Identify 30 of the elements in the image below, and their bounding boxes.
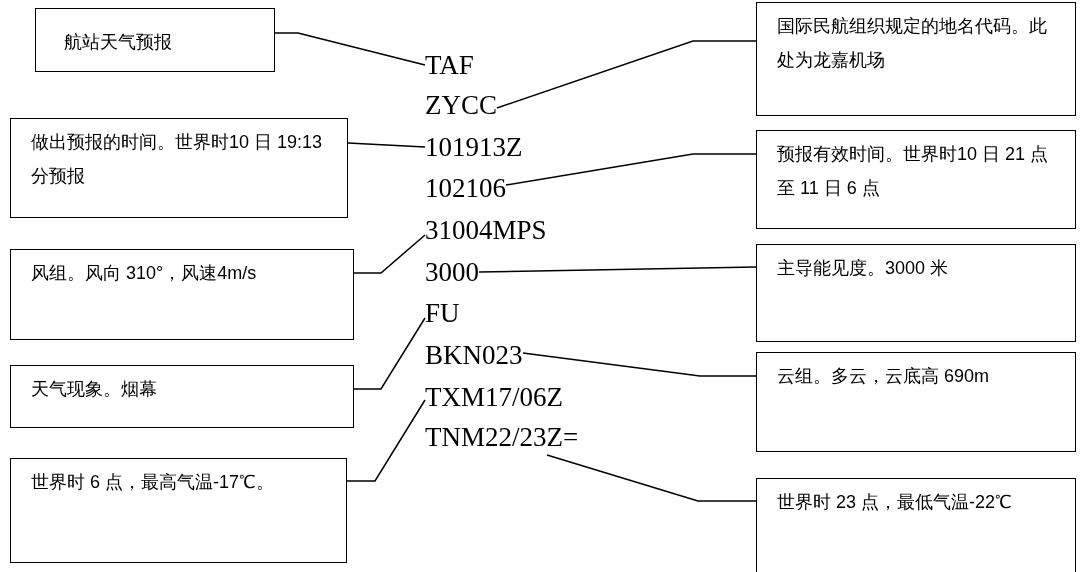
leader-line	[346, 399, 426, 482]
leader-line	[522, 352, 757, 377]
leader-line	[353, 234, 426, 274]
code-text: TAF	[425, 47, 474, 83]
annotation-box: 国际民航组织规定的地名代码。此处为龙嘉机场	[756, 2, 1076, 116]
code-text: 102106	[425, 170, 506, 206]
code-text: TXM17/06Z	[425, 379, 563, 415]
leader-line	[347, 142, 426, 148]
code-text: 3000	[425, 254, 479, 290]
code-text: FU	[425, 295, 460, 331]
annotation-box: 主导能见度。3000 米	[756, 244, 1076, 342]
annotation-box: 预报有效时间。世界时10 日 21 点至 11 日 6 点	[756, 130, 1076, 229]
annotation-box: 云组。多云，云底高 690m	[756, 352, 1076, 452]
leader-line	[274, 32, 426, 66]
annotation-box: 做出预报的时间。世界时10 日 19:13 分预报	[10, 118, 348, 218]
code-text: ZYCC	[425, 87, 497, 123]
annotation-box: 世界时 6 点，最高气温-17℃。	[10, 458, 347, 563]
leader-line	[496, 40, 757, 109]
leader-line	[353, 317, 426, 390]
code-text: TNM22/23Z=	[425, 419, 579, 455]
code-text: 31004MPS	[425, 212, 547, 248]
code-text: BKN023	[425, 337, 523, 373]
annotation-box: 天气现象。烟幕	[10, 365, 354, 428]
leader-line	[478, 266, 757, 273]
annotation-box: 风组。风向 310°，风速4m/s	[10, 249, 354, 340]
annotation-box: 世界时 23 点，最低气温-22℃	[756, 478, 1076, 572]
code-text: 101913Z	[425, 129, 523, 165]
leader-line	[505, 153, 757, 186]
leader-line	[546, 454, 757, 502]
annotation-box: 航站天气预报	[35, 8, 275, 72]
